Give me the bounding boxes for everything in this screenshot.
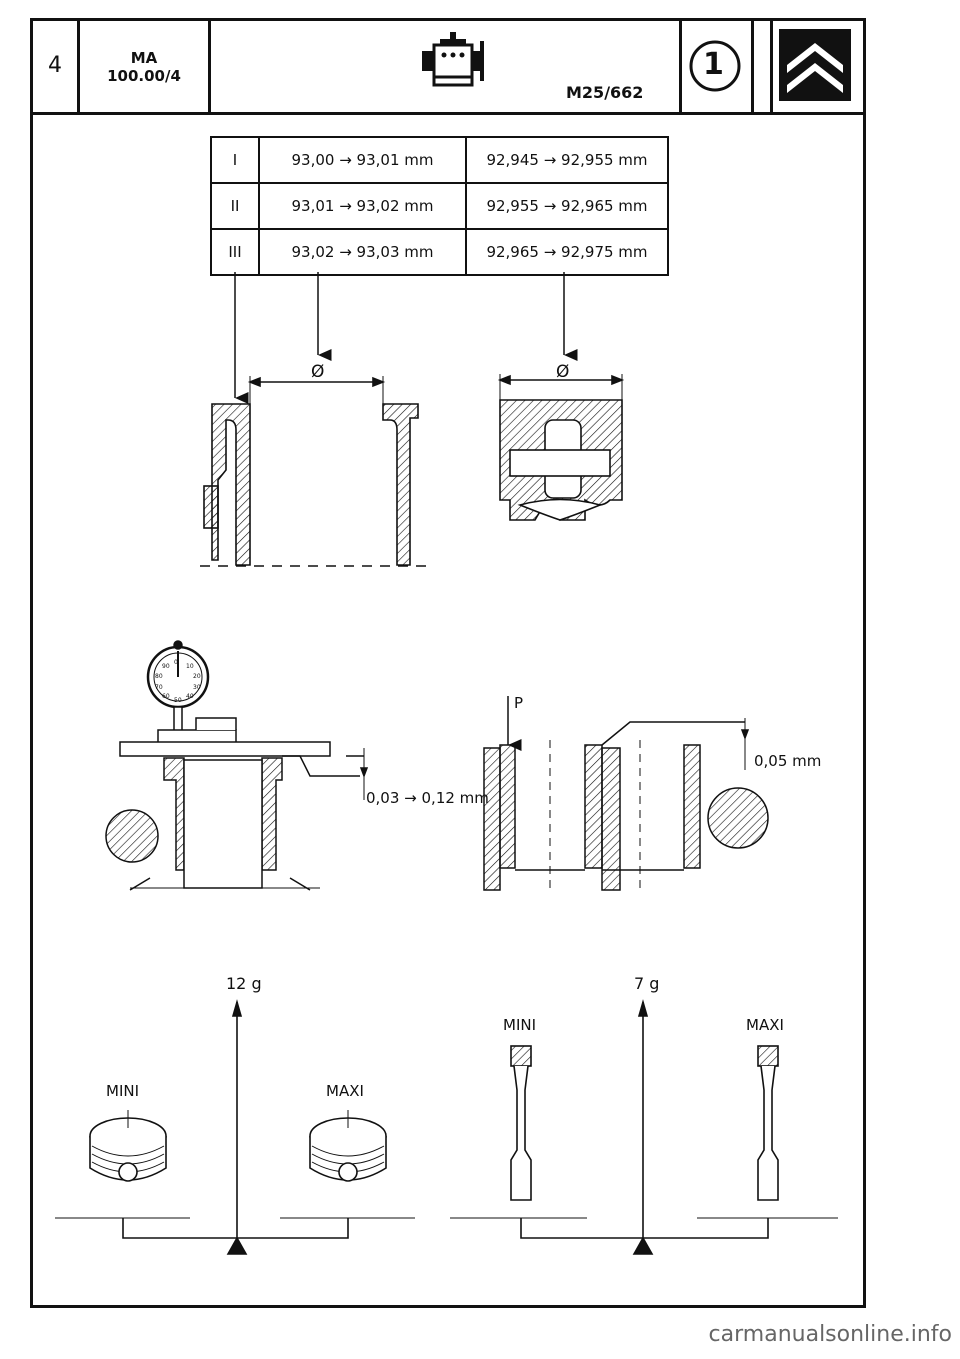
rod-weight-limit: 7 g: [634, 974, 660, 993]
piston-section-drawing: [497, 374, 625, 521]
rod-balance-drawing: [450, 999, 838, 1255]
piston-mini-label: MINI: [106, 1082, 140, 1100]
rod-maxi: [757, 1045, 779, 1201]
liner-bore-cell: 93,02 → 93,03 mm: [258, 228, 467, 276]
header-bar: 4 MA 100.00/4 M25/662 1: [30, 18, 866, 115]
leader-lines: [234, 272, 578, 404]
protrusion-range-label: 0,03 → 0,12 mm: [366, 789, 489, 807]
dial-numeral: 50: [174, 697, 182, 704]
dial-numeral: 40: [186, 693, 194, 700]
page-number: 4: [48, 53, 62, 78]
circled-number: 1: [703, 47, 724, 82]
piston-diameter-cell: 92,965 → 92,975 mm: [465, 228, 669, 276]
rod-mini: [510, 1045, 532, 1201]
class-cell: III: [210, 228, 260, 276]
table-row: I 93,00 → 93,01 mm 92,945 → 92,955 mm: [210, 136, 669, 184]
dial-numeral: 90: [162, 663, 170, 670]
pressure-label: P: [514, 694, 524, 712]
table-row: II 93,01 → 93,02 mm 92,955 → 92,965 mm: [210, 182, 669, 230]
circled-number-cell: 1: [682, 21, 754, 112]
class-cell: II: [210, 182, 260, 230]
dial-numeral: 60: [162, 693, 170, 700]
section-number: 100.00/4: [107, 67, 181, 85]
dial-numeral: 70: [155, 684, 163, 691]
liner-bore-cell: 93,00 → 93,01 mm: [258, 136, 467, 184]
class-cell: I: [210, 136, 260, 184]
dial-numeral: 0: [174, 659, 178, 666]
rod-maxi-label: MAXI: [746, 1016, 784, 1034]
cylinder-liner-drawing: [200, 376, 432, 567]
liner-bore-cell: 93,01 → 93,02 mm: [258, 182, 467, 230]
section-code: MA: [130, 49, 158, 67]
piston-diameter-cell: 92,945 → 92,955 mm: [465, 136, 669, 184]
size-class-table: I 93,00 → 93,01 mm 92,945 → 92,955 mm II…: [210, 136, 669, 276]
dial-numeral: 30: [193, 684, 201, 691]
dial-gauge-drawing: [105, 640, 369, 891]
dial-numeral: 20: [193, 673, 201, 680]
piston-maxi-label: MAXI: [326, 1082, 364, 1100]
section-cell: MA 100.00/4: [80, 21, 211, 112]
piston-maxi: [309, 1110, 387, 1182]
dial-numeral: 10: [186, 663, 194, 670]
circle-badge-icon: [689, 40, 741, 92]
engine-icon: [422, 32, 484, 87]
page-number-cell: 4: [33, 21, 80, 112]
brand-cell: [773, 21, 863, 112]
piston-diameter-cell: 92,955 → 92,965 mm: [465, 182, 669, 230]
table-row: III 93,02 → 93,03 mm 92,965 → 92,975 mm: [210, 228, 669, 276]
citroen-logo-icon: [779, 29, 851, 101]
website-watermark[interactable]: carmanualsonline.info: [708, 1322, 952, 1347]
piston-balance-drawing: [55, 999, 415, 1255]
rod-mini-label: MINI: [503, 1016, 537, 1034]
piston-weight-limit: 12 g: [226, 974, 262, 993]
dial-numeral: 80: [155, 673, 163, 680]
title-cell: M25/662: [211, 21, 682, 112]
piston-mini: [89, 1110, 167, 1182]
piston-diameter-symbol: Ø: [556, 362, 570, 382]
spacer-cell: [754, 21, 773, 112]
drawing-reference: M25/662: [566, 83, 644, 102]
difference-label: 0,05 mm: [754, 752, 822, 770]
liner-diameter-symbol: Ø: [311, 362, 325, 382]
protrusion-drawing: [483, 696, 769, 891]
